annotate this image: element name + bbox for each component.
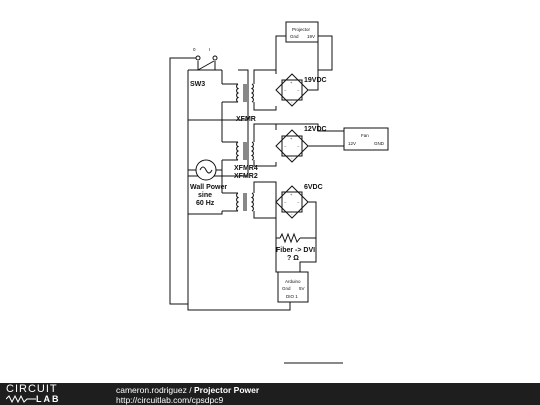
switch-on-label: I — [209, 47, 210, 52]
projector-title: Projector — [292, 27, 311, 32]
svg-text:~: ~ — [297, 88, 300, 93]
rail-12v-label: 12VDC — [304, 126, 327, 133]
transformer-xfmr2 — [222, 192, 254, 212]
resistor-label-2: ? Ω — [287, 255, 299, 262]
arduino-title: Arduino — [285, 279, 301, 284]
project-title: Projector Power — [194, 385, 260, 395]
resistor-label-1: Fiber -> DVI — [276, 247, 315, 254]
xfmr4-label: XFMR4 — [234, 165, 258, 172]
schematic-canvas: 0 I SW3 XFMR XFMR4 XFMR2 Wall Po — [169, 21, 389, 364]
switch-label: SW3 — [190, 81, 205, 88]
source-label-1: Wall Power — [190, 184, 227, 191]
xfmr-label: XFMR — [236, 116, 256, 123]
svg-text:+: + — [290, 80, 293, 85]
logo-top-text: CIRCUIT — [6, 383, 58, 395]
byline: cameron.rodriguez / Projector Power — [116, 385, 259, 395]
transformer-xfmr4: XFMR4 XFMR2 — [222, 141, 258, 180]
source-label-3: 60 Hz — [196, 200, 215, 207]
rail-19v-label: 19VDC — [304, 77, 327, 84]
projector-load: Projector Gnd 19V — [285, 21, 319, 43]
rail-6v-label: 6VDC — [304, 184, 323, 191]
fan-pin-gnd: GND — [374, 141, 385, 146]
logo-bottom-text: LAB — [36, 394, 61, 404]
rectifier-6v: ~ ~ + - 6VDC — [275, 184, 323, 219]
svg-text:-: - — [291, 99, 293, 104]
project-url-link[interactable]: http://circuitlab.com/cpsdpc9 — [116, 395, 224, 405]
fan-pin-12v: 12V — [348, 141, 356, 146]
rectifier-19v: ~ ~ + - 19VDC — [275, 73, 327, 107]
fan-load: Fan 12V GND — [343, 127, 389, 151]
arduino-pin-dio: DIO 1 — [286, 294, 298, 299]
waveform-icon — [6, 395, 36, 403]
projector-pin-19v: 19V — [307, 34, 315, 39]
switch-off-label: 0 — [193, 47, 196, 52]
arduino-pin-5v: 5V — [299, 286, 305, 291]
svg-text:-: - — [291, 211, 293, 216]
byline-separator: / — [189, 385, 192, 395]
switch-sw3: 0 I SW3 — [190, 47, 218, 88]
rectifier-12v: ~ ~ + - 12VDC — [275, 126, 327, 163]
source-label-2: sine — [198, 192, 212, 199]
ac-source-wall-power: Wall Power sine 60 Hz — [188, 159, 227, 207]
circuitlab-logo[interactable]: CIRCUIT LAB — [6, 384, 94, 404]
arduino-pin-gnd: Gnd — [282, 286, 291, 291]
svg-text:+: + — [290, 192, 293, 197]
fan-title: Fan — [361, 133, 369, 138]
svg-text:~: ~ — [297, 200, 300, 205]
svg-text:~: ~ — [284, 88, 287, 93]
svg-text:~: ~ — [297, 144, 300, 149]
resistor-fiber-dvi: Fiber -> DVI ? Ω — [276, 232, 315, 262]
projector-pin-gnd: Gnd — [290, 34, 299, 39]
svg-text:~: ~ — [284, 200, 287, 205]
author-link[interactable]: cameron.rodriguez — [116, 385, 187, 395]
xfmr2-label: XFMR2 — [234, 173, 258, 180]
arduino-load: Arduino Gnd 5V DIO 1 — [277, 271, 309, 303]
svg-text:~: ~ — [284, 144, 287, 149]
svg-text:+: + — [290, 136, 293, 141]
transformer-xfmr: XFMR — [222, 83, 256, 123]
svg-text:-: - — [291, 155, 293, 160]
footer-bar: CIRCUIT LAB cameron.rodriguez / Projecto… — [0, 383, 540, 405]
